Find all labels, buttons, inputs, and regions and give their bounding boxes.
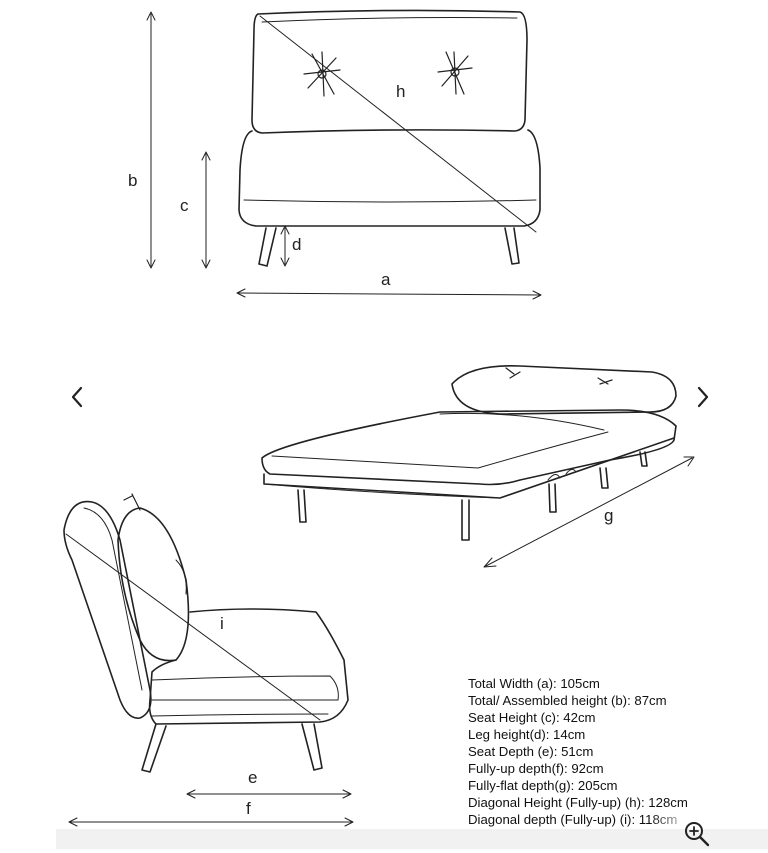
spec-seat-height: Seat Height (c): 42cm (468, 710, 596, 725)
dimension-label-i: i (220, 614, 224, 633)
spec-fully-flat-depth: Fully-flat depth(g): 205cm (468, 778, 618, 793)
dimension-label-g: g (604, 506, 614, 525)
spec-diagonal-height: Diagonal Height (Fully-up) (h): 128cm (468, 795, 688, 810)
dimension-label-h: h (396, 82, 406, 101)
spec-seat-depth: Seat Depth (e): 51cm (468, 744, 594, 759)
text-fade-overlay (650, 808, 690, 828)
spec-leg-height: Leg height(d): 14cm (468, 727, 586, 742)
previous-image-button[interactable] (62, 380, 92, 414)
dimension-label-d: d (292, 235, 302, 254)
dimension-label-a: a (381, 270, 391, 289)
dimension-label-c: c (180, 196, 189, 215)
chevron-left-icon (71, 386, 83, 408)
spec-diagonal-depth: Diagonal depth (Fully-up) (i): 118cm (468, 812, 678, 827)
side-view-drawing (63, 493, 354, 827)
spec-fully-up-depth: Fully-up depth(f): 92cm (468, 761, 604, 776)
next-image-button[interactable] (688, 380, 718, 414)
zoom-button[interactable] (683, 820, 711, 848)
spec-total-height: Total/ Assembled height (b): 87cm (468, 693, 667, 708)
dimension-label-b: b (128, 171, 138, 190)
gallery-bottom-strip (56, 829, 768, 849)
flat-bed-view-drawing (261, 365, 695, 568)
zoom-in-icon (685, 822, 710, 847)
dimension-spec-list: Total Width (a): 105cm Total/ Assembled … (468, 675, 768, 828)
front-view-drawing (146, 9, 542, 300)
dimension-label-f: f (246, 799, 251, 818)
spec-total-width: Total Width (a): 105cm (468, 676, 600, 691)
dimension-label-e: e (248, 768, 258, 787)
chevron-right-icon (697, 386, 709, 408)
